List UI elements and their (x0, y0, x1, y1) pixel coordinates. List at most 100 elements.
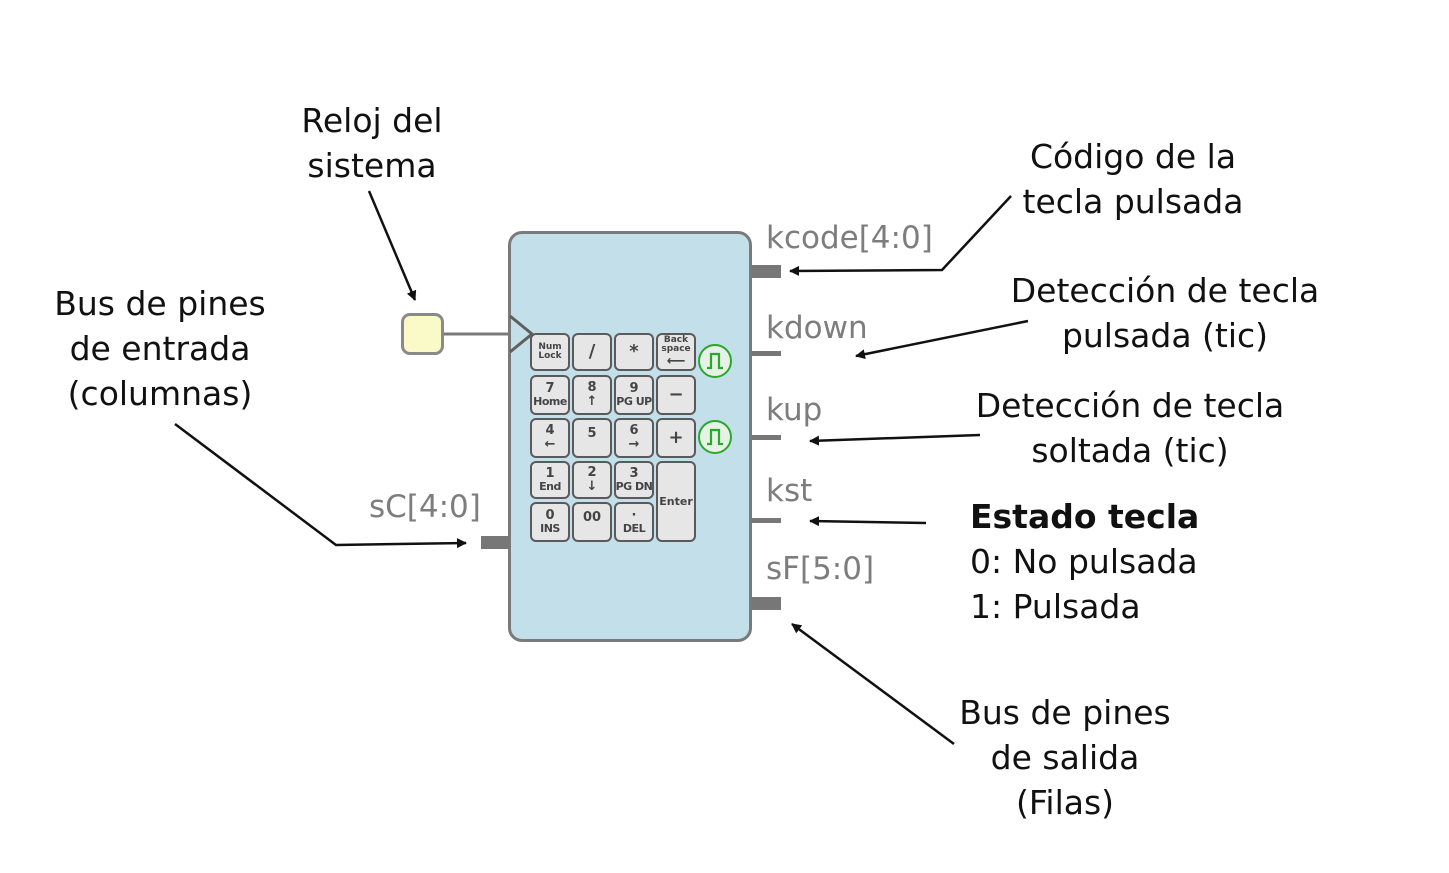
key-9-label: 9 (629, 381, 639, 397)
clock-annotation: Reloj del sistema (272, 98, 472, 188)
backspace-arrow-icon: ⟵ (666, 353, 686, 369)
key-numlock-label2: Lock (538, 351, 562, 361)
key-9[interactable]: 9 PG UP (614, 375, 654, 415)
input-bus-annotation: Bus de pines de entrada (columnas) (40, 281, 280, 416)
output-bus-arrow (791, 622, 955, 746)
kst-label: kst (766, 473, 813, 509)
key-2[interactable]: 2 ↓ (572, 461, 612, 499)
input-bus-annotation-line1: Bus de pines (54, 284, 266, 323)
key-4[interactable]: 4 ← (530, 418, 570, 458)
kst-annotation-title: Estado tecla (970, 497, 1200, 536)
key-8[interactable]: 8 ↑ (572, 375, 612, 415)
kcode-pin[interactable] (752, 265, 781, 278)
key-dot[interactable]: · DEL (614, 502, 654, 542)
kdown-label: kdown (766, 310, 868, 346)
kup-label: kup (766, 392, 823, 428)
kcode-arrow (789, 195, 1012, 276)
kcode-annotation: Código de la tecla pulsada (1003, 134, 1263, 224)
kdown-tic-icon (698, 344, 732, 378)
clock-annotation-line1: Reloj del (301, 101, 443, 140)
clock-arrow (367, 190, 417, 301)
clock-annotation-line2: sistema (307, 146, 437, 185)
key-0[interactable]: 0 INS (530, 502, 570, 542)
kup-arrow (809, 433, 981, 446)
key-2-label: 2 (587, 465, 597, 481)
kcode-label: kcode[4:0] (766, 220, 933, 256)
key-6[interactable]: 6 → (614, 418, 654, 458)
key-7-sublabel: Home (533, 395, 567, 409)
key-enter-label: Enter (659, 494, 693, 508)
clock-input-pin[interactable] (401, 313, 444, 355)
output-bus-annotation: Bus de pines de salida (Filas) (945, 690, 1185, 825)
sF-pin[interactable] (752, 597, 781, 610)
kdown-arrow (855, 319, 1029, 360)
key-backspace-label2: space (661, 344, 691, 355)
output-bus-annotation-line3: (Filas) (1015, 783, 1115, 822)
kst-annotation-state1: 1: Pulsada (970, 587, 1141, 626)
sC-pin[interactable] (481, 536, 510, 549)
clock-triangle-icon (509, 314, 535, 354)
key-minus[interactable]: − (656, 375, 696, 415)
key-slash-label: / (588, 340, 596, 362)
arrow-down-icon: ↓ (586, 479, 598, 494)
kdown-annotation-line2: pulsada (tic) (1061, 316, 1269, 355)
key-00-label: 00 (582, 510, 602, 526)
arrow-right-icon: → (628, 437, 640, 452)
key-4-label: 4 (545, 423, 555, 439)
output-bus-annotation-line1: Bus de pines (959, 693, 1171, 732)
key-backspace-label1: Back (663, 334, 689, 345)
kup-annotation-line2: soltada (tic) (1031, 431, 1229, 470)
key-3-sublabel: PG DN (615, 480, 653, 494)
kst-annotation-state0: 0: No pulsada (970, 542, 1198, 581)
kcode-annotation-line1: Código de la (1029, 137, 1237, 176)
kup-annotation: Detección de tecla soltada (tic) (970, 383, 1290, 473)
kdown-annotation-line1: Detección de tecla (1010, 271, 1320, 310)
key-0-sublabel: INS (540, 522, 560, 536)
key-7[interactable]: 7 Home (530, 375, 570, 415)
kdown-pin[interactable] (752, 351, 781, 356)
key-6-label: 6 (629, 423, 639, 439)
key-3-label: 3 (629, 466, 639, 482)
key-dot-label: · (631, 508, 637, 524)
key-numlock[interactable]: Num Lock (530, 333, 570, 371)
input-bus-annotation-line3: (columnas) (67, 374, 253, 413)
key-star-label: * (629, 340, 639, 362)
key-1-label: 1 (545, 466, 555, 482)
key-5[interactable]: 5 (572, 418, 612, 458)
key-1-sublabel: End (539, 480, 561, 494)
key-7-label: 7 (545, 381, 555, 397)
sF-label: sF[5:0] (766, 551, 875, 587)
sC-label: sC[4:0] (369, 489, 481, 525)
key-5-label: 5 (587, 426, 597, 442)
key-9-sublabel: PG UP (616, 395, 652, 409)
key-slash[interactable]: / (572, 333, 612, 371)
kst-arrow (809, 516, 927, 527)
kup-pin[interactable] (752, 435, 781, 440)
key-plus-label: + (668, 426, 684, 448)
key-1[interactable]: 1 End (530, 461, 570, 499)
key-8-label: 8 (587, 380, 597, 396)
arrow-up-icon: ↑ (586, 394, 598, 409)
key-minus-label: − (668, 383, 684, 405)
input-bus-arrow (174, 423, 467, 549)
kst-annotation: Estado tecla 0: No pulsada 1: Pulsada (970, 494, 1230, 629)
key-star[interactable]: * (614, 333, 654, 371)
key-backspace[interactable]: Back space ⟵ (656, 333, 696, 371)
key-0-label: 0 (545, 508, 555, 524)
kup-annotation-line1: Detección de tecla (975, 386, 1285, 425)
kup-tic-icon (698, 420, 732, 454)
key-dot-sublabel: DEL (622, 522, 646, 536)
key-plus[interactable]: + (656, 418, 696, 458)
input-bus-annotation-line2: de entrada (69, 329, 251, 368)
kdown-annotation: Detección de tecla pulsada (tic) (1005, 268, 1325, 358)
arrow-left-icon: ← (544, 437, 556, 452)
output-bus-annotation-line2: de salida (990, 738, 1140, 777)
key-00[interactable]: 00 (572, 502, 612, 542)
kcode-annotation-line2: tecla pulsada (1022, 182, 1244, 221)
key-3[interactable]: 3 PG DN (614, 461, 654, 499)
key-numlock-label1: Num (538, 341, 562, 352)
key-enter[interactable]: Enter (656, 461, 696, 542)
kst-pin[interactable] (752, 518, 781, 523)
